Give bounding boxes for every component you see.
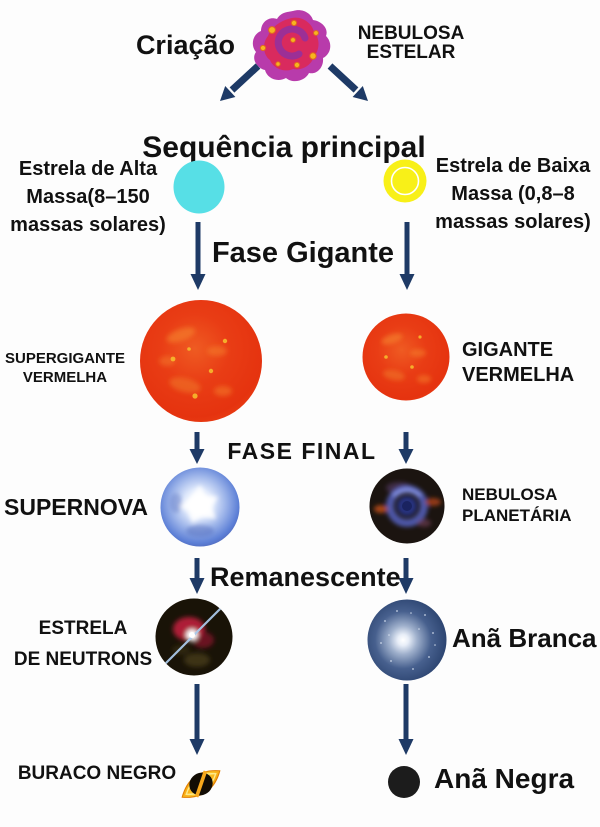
nebulosa-estelar-line1: NEBULOSA <box>357 23 465 44</box>
arrow-down-left-giant <box>190 222 206 290</box>
nebulosa-estelar-line2: ESTELAR <box>366 42 456 63</box>
baixa-massa-label: Estrela de Baixa Massa (0,8–8 massas sol… <box>427 152 599 236</box>
alta-massa-line3: massas solares) <box>10 214 166 236</box>
baixa-massa-line2: Massa (0,8–8 <box>451 183 575 205</box>
arrow-down-right-end <box>398 684 414 755</box>
gigante-line1: GIGANTE <box>462 339 554 361</box>
estrela-neutrons-label: ESTRELA DE NEUTRONS <box>8 613 158 675</box>
arrow-down-left-final <box>189 432 205 464</box>
planetary-nebula-image <box>369 468 445 544</box>
low-mass-star-image <box>383 159 427 203</box>
high-mass-star-image <box>173 160 225 214</box>
gigante-line2: VERMELHA <box>462 364 575 386</box>
black-hole-icon <box>181 770 221 798</box>
supernova-image <box>160 467 240 547</box>
arrow-down-right-remnant <box>398 558 414 594</box>
white-dwarf-image <box>367 599 447 681</box>
remanescente-heading: Remanescente <box>210 562 401 592</box>
arrow-down-right-final <box>398 432 414 464</box>
estrela-neutrons-line1: ESTRELA <box>38 618 128 639</box>
supernova-label: SUPERNOVA <box>4 494 148 520</box>
nebulosa-planetaria-line2: PLANETÁRIA <box>462 506 572 525</box>
fase-final-heading: FASE FINAL <box>227 438 377 464</box>
alta-massa-label: Estrela de Alta Massa(8–150 massas solar… <box>3 155 173 239</box>
branch-arrows <box>220 63 368 101</box>
baixa-massa-line3: massas solares) <box>435 211 591 233</box>
arrow-down-left-end <box>189 684 205 755</box>
ana-negra-label: Anã Negra <box>434 763 575 794</box>
nebulosa-estelar-label: NEBULOSA ESTELAR <box>351 24 471 62</box>
estrela-neutrons-line2: DE NEUTRONS <box>13 649 153 670</box>
arrow-down-left-remnant <box>189 558 205 594</box>
alta-massa-line2: Massa(8–150 <box>26 186 150 208</box>
buraco-negro-label: BURACO NEGRO <box>17 763 177 784</box>
nebulosa-planetaria-label: NEBULOSA PLANETÁRIA <box>462 484 600 526</box>
supergigante-label: SUPERGIGANTE VERMELHA <box>0 349 130 387</box>
supergigante-line2: VERMELHA <box>22 369 108 386</box>
supergigante-line1: SUPERGIGANTE <box>4 350 125 367</box>
ana-branca-label: Anã Branca <box>452 623 597 653</box>
fase-gigante-heading: Fase Gigante <box>211 237 395 269</box>
arrow-down-right-giant <box>399 222 415 290</box>
neutron-star-image <box>155 598 233 676</box>
criacao-label: Criação <box>135 30 235 60</box>
gigante-label: GIGANTE VERMELHA <box>462 338 600 388</box>
stellar-nebula-image <box>252 10 331 82</box>
alta-massa-line1: Estrela de Alta <box>18 158 158 180</box>
red-giant-image <box>362 313 450 401</box>
nebulosa-planetaria-line1: NEBULOSA <box>462 485 558 504</box>
baixa-massa-line1: Estrela de Baixa <box>435 155 591 177</box>
black-dwarf-dot <box>388 766 420 798</box>
red-supergiant-image <box>140 300 262 422</box>
sequencia-principal-heading: Sequência principal <box>142 131 426 164</box>
